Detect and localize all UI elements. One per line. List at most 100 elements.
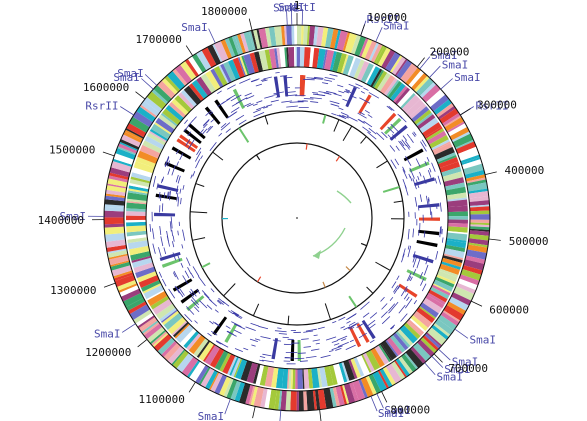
inner-ring-tick xyxy=(195,183,205,187)
restriction-site-line xyxy=(279,410,282,421)
gene-segment-forward xyxy=(167,346,185,365)
gene-density-mark xyxy=(313,76,324,79)
gene-density-mark xyxy=(397,113,403,119)
genome-feature-mark xyxy=(418,203,440,209)
gene-segment-forward xyxy=(104,223,125,228)
gene-density-mark xyxy=(416,258,421,269)
gene-segment-reverse xyxy=(227,355,238,376)
gene-segment-reverse xyxy=(178,92,195,110)
gene-segment-forward xyxy=(123,131,143,143)
gene-density-mark xyxy=(294,357,305,360)
gene-segment-reverse xyxy=(171,98,189,116)
gene-segment-forward xyxy=(113,153,135,165)
genome-feature-mark xyxy=(183,128,202,144)
center-dot xyxy=(296,217,298,219)
gene-segment-forward xyxy=(459,151,480,162)
gene-segment-reverse xyxy=(174,95,193,113)
gene-segment-forward xyxy=(451,292,472,306)
gene-density-mark xyxy=(303,78,315,81)
gene-density-mark xyxy=(180,262,184,268)
gene-density-mark xyxy=(311,77,323,80)
gene-segment-forward xyxy=(401,353,417,373)
gene-density-mark xyxy=(322,82,329,85)
gene-density-mark xyxy=(396,275,400,281)
gene-segment-forward xyxy=(253,29,261,50)
gene-segment-reverse xyxy=(360,63,374,84)
gene-segment-forward xyxy=(303,390,308,411)
gene-segment-forward xyxy=(455,141,477,155)
gene-density-mark xyxy=(406,272,412,282)
gene-density-mark xyxy=(340,112,349,117)
gene-segment-reverse xyxy=(446,192,467,200)
gene-segment-forward xyxy=(425,332,443,347)
gene-segment-reverse xyxy=(288,368,292,389)
genome-feature-mark xyxy=(186,295,205,312)
gene-density-mark xyxy=(404,140,411,148)
gene-segment-forward xyxy=(354,35,367,57)
gene-segment-reverse xyxy=(426,130,447,145)
restriction-site-line xyxy=(144,74,158,86)
gene-density-mark xyxy=(209,142,217,151)
gene-segment-reverse xyxy=(233,358,243,378)
gene-segment-forward xyxy=(109,167,131,178)
gene-segment-reverse xyxy=(431,284,451,296)
gene-density-mark xyxy=(414,197,418,207)
gene-density-mark xyxy=(429,168,432,173)
gene-segment-reverse xyxy=(127,237,148,244)
gene-segment-forward xyxy=(253,386,264,408)
gene-density-mark xyxy=(359,322,364,327)
gene-density-mark xyxy=(338,316,346,321)
gene-density-mark xyxy=(437,175,442,185)
gene-segment-reverse xyxy=(370,68,383,88)
gene-density-mark xyxy=(185,138,191,147)
gene-segment-forward xyxy=(296,390,300,411)
gene-segment-reverse xyxy=(136,271,158,283)
gene-segment-reverse xyxy=(410,315,429,331)
gene-segment-forward xyxy=(469,230,490,236)
gene-density-mark xyxy=(315,342,320,345)
gene-segment-reverse xyxy=(152,298,173,315)
inner-ring-tick xyxy=(333,119,340,132)
ring-outline xyxy=(123,44,471,392)
gene-density-mark xyxy=(401,139,407,147)
gene-density-mark xyxy=(184,119,189,124)
gene-segment-forward xyxy=(365,375,377,396)
gene-density-mark xyxy=(299,360,308,362)
gene-segment-reverse xyxy=(271,367,279,388)
gene-density-mark xyxy=(171,230,174,237)
gene-segment-reverse xyxy=(425,128,445,142)
gene-density-mark xyxy=(390,123,399,132)
gene-segment-reverse xyxy=(183,85,202,105)
gene-segment-forward xyxy=(469,219,490,224)
gene-segment-forward xyxy=(218,376,232,397)
gene-segment-reverse xyxy=(149,128,169,142)
gene-segment-reverse xyxy=(294,47,296,68)
position-tick xyxy=(135,91,146,100)
gene-segment-forward xyxy=(176,353,194,373)
gene-segment-reverse xyxy=(126,211,147,216)
gene-segment-reverse xyxy=(439,161,461,173)
restriction-site-label: SmaI xyxy=(117,67,144,80)
gene-segment-reverse xyxy=(229,356,239,376)
gene-density-mark xyxy=(243,347,249,351)
gene-segment-forward xyxy=(117,143,138,154)
gene-density-mark xyxy=(408,173,411,178)
gene-density-mark xyxy=(235,101,240,104)
restriction-site-line xyxy=(141,78,154,90)
gene-density-mark xyxy=(439,226,441,238)
gene-segment-reverse xyxy=(309,47,315,68)
gene-segment-forward xyxy=(360,376,374,398)
gene-density-mark xyxy=(152,228,155,240)
gene-density-mark xyxy=(278,333,287,335)
gene-density-mark xyxy=(255,83,263,87)
gene-segment-reverse xyxy=(444,244,466,253)
gene-segment-forward xyxy=(314,389,321,410)
gene-density-mark xyxy=(313,334,318,337)
gene-segment-reverse xyxy=(447,199,468,208)
gene-segment-forward xyxy=(465,174,486,182)
gene-segment-forward xyxy=(377,47,391,67)
gene-density-mark xyxy=(391,301,399,311)
gene-segment-forward xyxy=(107,178,128,188)
gene-density-mark xyxy=(349,339,354,343)
gene-segment-forward xyxy=(469,210,490,215)
